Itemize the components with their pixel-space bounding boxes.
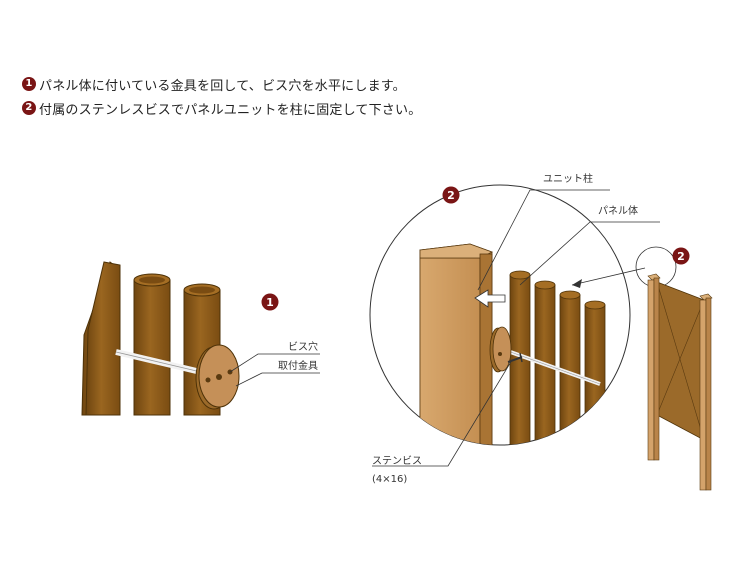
leader-line: [519, 221, 660, 286]
instruction-step-2: 2 付属のステンレスビスでパネルユニットを柱に固定して下さい。: [22, 96, 421, 120]
arrow-head: [572, 279, 582, 288]
unit-post: [647, 273, 661, 461]
label-fitting: 取付金具: [278, 359, 318, 372]
instruction-text: パネル体に付いている金具を回して、ビス穴を水平にします。: [39, 78, 406, 94]
leader-line: [235, 372, 320, 387]
leader-line: [372, 359, 513, 467]
step-number-badge: 2: [22, 101, 36, 115]
label-stainless-screw: ステンビス: [372, 455, 422, 467]
mounting-fitting: [489, 326, 512, 373]
step-badge-number: 1: [266, 296, 274, 309]
instruction-text: 付属のステンレスビスでパネルユニットを柱に固定して下さい。: [39, 102, 422, 118]
step-badge-number: 2: [447, 189, 455, 202]
instructions: 1 パネル体に付いている金具を回して、ビス穴を水平にします。 2 付属のステンレ…: [22, 72, 421, 120]
label-unit-post: ユニット柱: [543, 172, 593, 185]
step-badge: [672, 247, 690, 265]
connecting-rod-outline: [115, 351, 206, 374]
step-badge-number: 2: [677, 250, 685, 263]
panel-board-edge: [85, 261, 121, 416]
instruction-step-1: 1 パネル体に付いている金具を回して、ビス穴を水平にします。: [22, 72, 421, 96]
step-badge: [442, 186, 460, 204]
figure-step-1: 1 ビス穴 取付金具: [81, 261, 320, 416]
label-screw-hole: ビス穴: [288, 340, 318, 353]
label-panel-body: パネル体: [598, 205, 638, 217]
screw-hole: [205, 377, 211, 383]
step-number-badge: 1: [22, 77, 36, 91]
unit-post: [699, 293, 713, 491]
step-badge: [261, 293, 279, 311]
leader-line: [477, 189, 610, 291]
unit-post: [419, 243, 494, 445]
reference-arrow: [571, 267, 646, 286]
mounting-fitting: [195, 344, 240, 410]
label-screw-size: (4×16): [372, 474, 407, 485]
figure-step-2-detail: 2 ユニット柱 パネル体 ステンビス (4×16): [369, 172, 660, 485]
stainless-screw: [507, 352, 523, 363]
panel-pole: [509, 270, 531, 445]
direction-arrow: [474, 289, 506, 308]
panel-unit-overview: 2: [635, 246, 713, 491]
leader-line: [229, 353, 320, 373]
panel-pole: [133, 273, 171, 416]
